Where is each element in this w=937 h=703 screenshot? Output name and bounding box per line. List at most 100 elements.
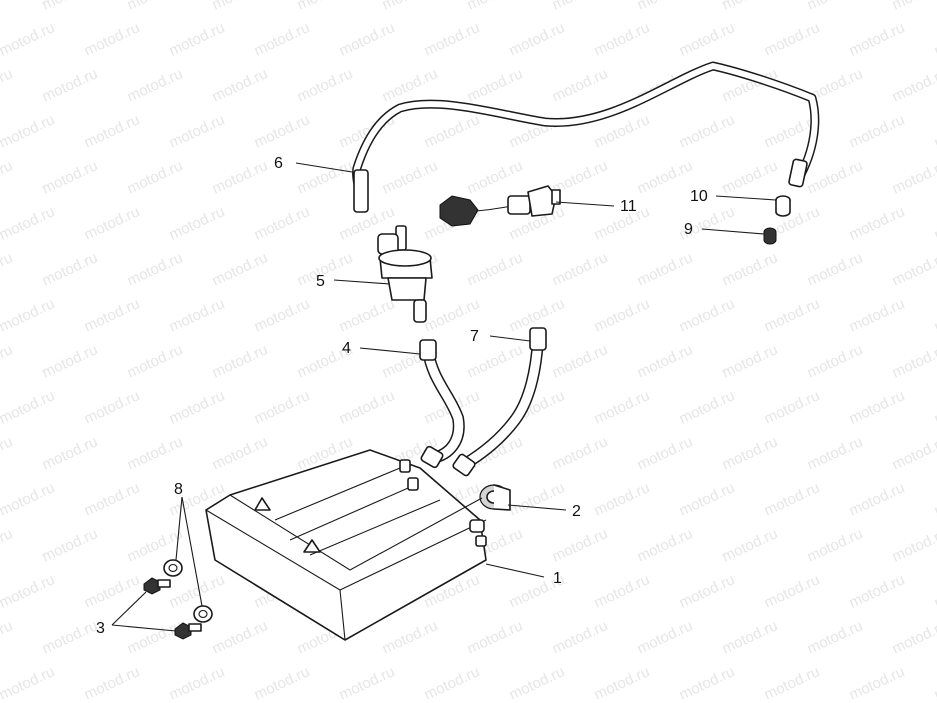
watermark-text: motod.ru — [847, 479, 908, 519]
watermark-text: motod.ru — [125, 433, 186, 473]
label-11: 11 — [620, 198, 637, 215]
watermark-text: motod.ru — [805, 0, 866, 14]
watermark-text: motod.ru — [380, 0, 441, 14]
watermark-text: motod.ru — [720, 341, 781, 381]
watermark-text: motod.ru — [337, 663, 398, 703]
watermark-text: motod.ru — [805, 433, 866, 473]
watermark-text: motod.ru — [890, 249, 937, 289]
part-9-plug — [763, 227, 777, 245]
watermark-text: motod.ru — [0, 479, 57, 519]
part-4-hose — [419, 339, 465, 469]
watermark-text: motod.ru — [422, 111, 483, 151]
watermark-text: motod.ru — [82, 111, 143, 151]
watermark-text: motod.ru — [465, 249, 526, 289]
watermark-text: motod.ru — [507, 663, 568, 703]
watermark-text: motod.ru — [550, 433, 611, 473]
watermark-text: motod.ru — [720, 433, 781, 473]
watermark-text: motod.ru — [0, 617, 15, 657]
watermark-text: motod.ru — [0, 0, 15, 14]
watermark-text: motod.ru — [847, 663, 908, 703]
watermark-text: motod.ru — [167, 111, 228, 151]
watermark-text: motod.ru — [720, 525, 781, 565]
watermark-text: motod.ru — [167, 203, 228, 243]
watermark-text: motod.ru — [890, 433, 937, 473]
watermark-text: motod.ru — [720, 249, 781, 289]
watermark-text: motod.ru — [847, 203, 908, 243]
watermark-text: motod.ru — [890, 341, 937, 381]
watermark-text: motod.ru — [932, 203, 937, 243]
watermark-text: motod.ru — [550, 525, 611, 565]
watermark-text: motod.ru — [805, 157, 866, 197]
part-10-cap — [775, 195, 791, 217]
part-3-bolts — [143, 577, 202, 640]
part-6-breather-pipe — [352, 61, 820, 213]
part-2-grommet — [479, 484, 511, 511]
watermark-text: motod.ru — [932, 387, 937, 427]
watermark-text: motod.ru — [82, 203, 143, 243]
watermark-text: motod.ru — [337, 19, 398, 59]
watermark-text: motod.ru — [677, 387, 738, 427]
watermark-text: motod.ru — [635, 525, 696, 565]
part-5-purge-valve — [377, 225, 433, 323]
watermark-text: motod.ru — [422, 19, 483, 59]
watermark-text: motod.ru — [252, 387, 313, 427]
watermark-text: motod.ru — [720, 157, 781, 197]
watermark-text: motod.ru — [40, 433, 101, 473]
watermark-text: motod.ru — [337, 387, 398, 427]
label-9: 9 — [684, 221, 693, 238]
watermark-text: motod.ru — [295, 65, 356, 105]
label-1: 1 — [553, 570, 562, 587]
watermark-text: motod.ru — [932, 571, 937, 611]
watermark-text: motod.ru — [252, 203, 313, 243]
watermark-text: motod.ru — [805, 249, 866, 289]
watermark-text: motod.ru — [295, 0, 356, 14]
watermark-text: motod.ru — [252, 19, 313, 59]
watermark-text: motod.ru — [890, 65, 937, 105]
watermark-text: motod.ru — [635, 341, 696, 381]
watermark-text: motod.ru — [0, 433, 15, 473]
part-8-washers — [163, 559, 213, 623]
watermark-text: motod.ru — [465, 0, 526, 14]
watermark-text: motod.ru — [847, 571, 908, 611]
watermark-text: motod.ru — [125, 249, 186, 289]
watermark-text: motod.ru — [550, 249, 611, 289]
watermark-text: motod.ru — [762, 479, 823, 519]
watermark-text: motod.ru — [592, 479, 653, 519]
watermark-text: motod.ru — [0, 203, 57, 243]
watermark-text: motod.ru — [592, 571, 653, 611]
watermark-text: motod.ru — [0, 295, 57, 335]
watermark-text: motod.ru — [890, 617, 937, 657]
watermark-text: motod.ru — [252, 295, 313, 335]
watermark-text: motod.ru — [677, 479, 738, 519]
watermark-text: motod.ru — [720, 617, 781, 657]
watermark-text: motod.ru — [932, 111, 937, 151]
watermark-text: motod.ru — [167, 295, 228, 335]
part-11-connector-cable — [439, 185, 561, 227]
watermark-text: motod.ru — [40, 0, 101, 14]
watermark-text: motod.ru — [40, 157, 101, 197]
leader-lines — [111, 162, 777, 632]
watermark-text: motod.ru — [167, 663, 228, 703]
watermark-text: motod.ru — [0, 663, 57, 703]
watermark-text: motod.ru — [677, 19, 738, 59]
watermark-text: motod.ru — [592, 663, 653, 703]
watermark-text: motod.ru — [82, 295, 143, 335]
watermark-text: motod.ru — [295, 249, 356, 289]
watermark-text: motod.ru — [0, 157, 15, 197]
watermark-text: motod.ru — [0, 111, 57, 151]
watermark-text: motod.ru — [82, 19, 143, 59]
watermark-text: motod.ru — [0, 341, 15, 381]
watermark-text: motod.ru — [422, 663, 483, 703]
watermark-text: motod.ru — [0, 19, 57, 59]
watermark-text: motod.ru — [890, 157, 937, 197]
watermark-text: motod.ru — [592, 295, 653, 335]
watermark-text: motod.ru — [465, 341, 526, 381]
watermark-text: motod.ru — [762, 19, 823, 59]
watermark-text: motod.ru — [380, 617, 441, 657]
watermark-text: motod.ru — [762, 571, 823, 611]
label-5: 5 — [316, 273, 325, 290]
watermark-text: motod.ru — [210, 249, 271, 289]
part-7-hose — [452, 327, 547, 477]
label-3: 3 — [96, 620, 105, 637]
